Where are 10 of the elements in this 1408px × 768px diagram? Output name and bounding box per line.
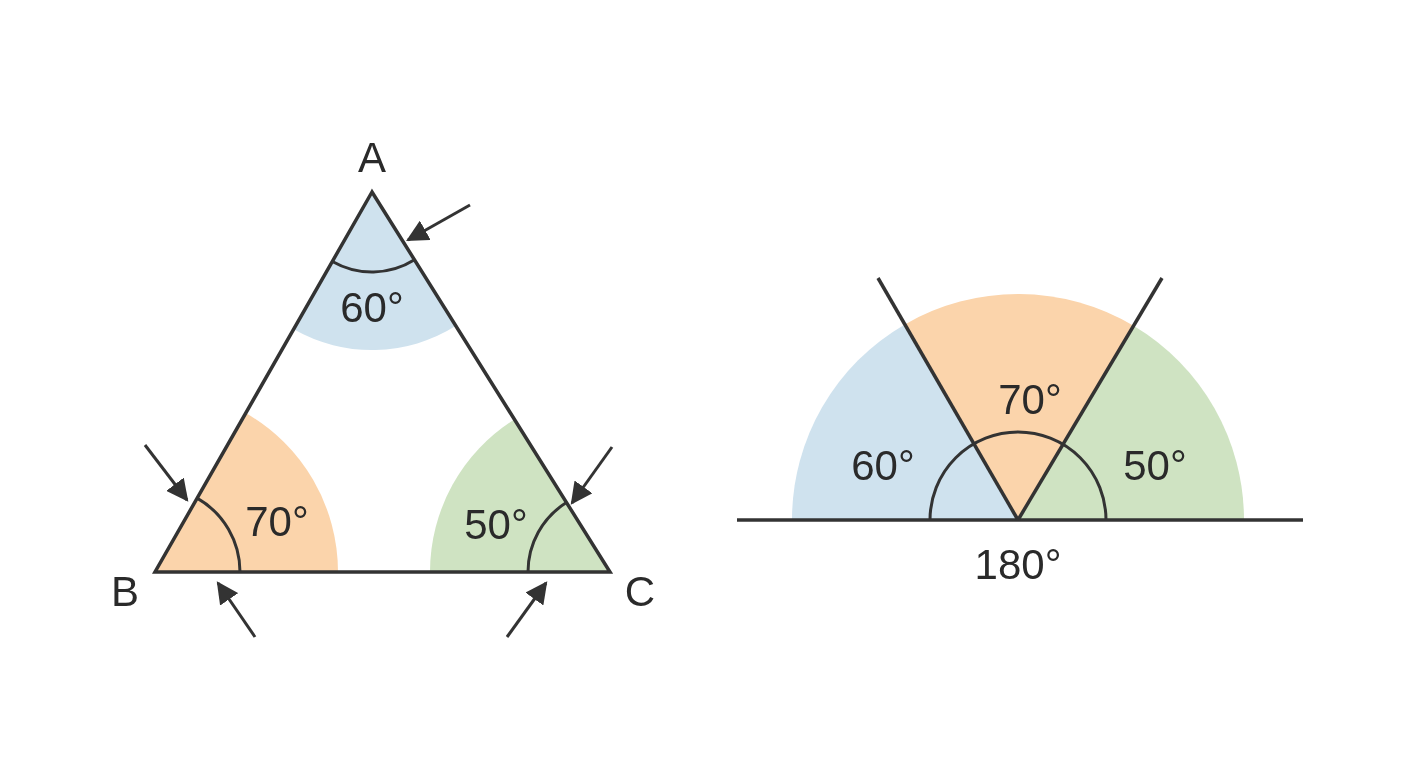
angle-label: 70° — [245, 501, 309, 543]
angle-label: 60° — [851, 445, 915, 487]
angle-label: 50° — [1123, 445, 1187, 487]
vertex-label: C — [624, 571, 656, 613]
vertex-label: A — [358, 137, 386, 179]
angle-label: 60° — [340, 287, 404, 329]
vertex-label: B — [111, 571, 139, 613]
angle-sum-label: 180° — [974, 544, 1062, 586]
angle-label: 50° — [464, 504, 528, 546]
angle-label: 70° — [998, 379, 1062, 421]
